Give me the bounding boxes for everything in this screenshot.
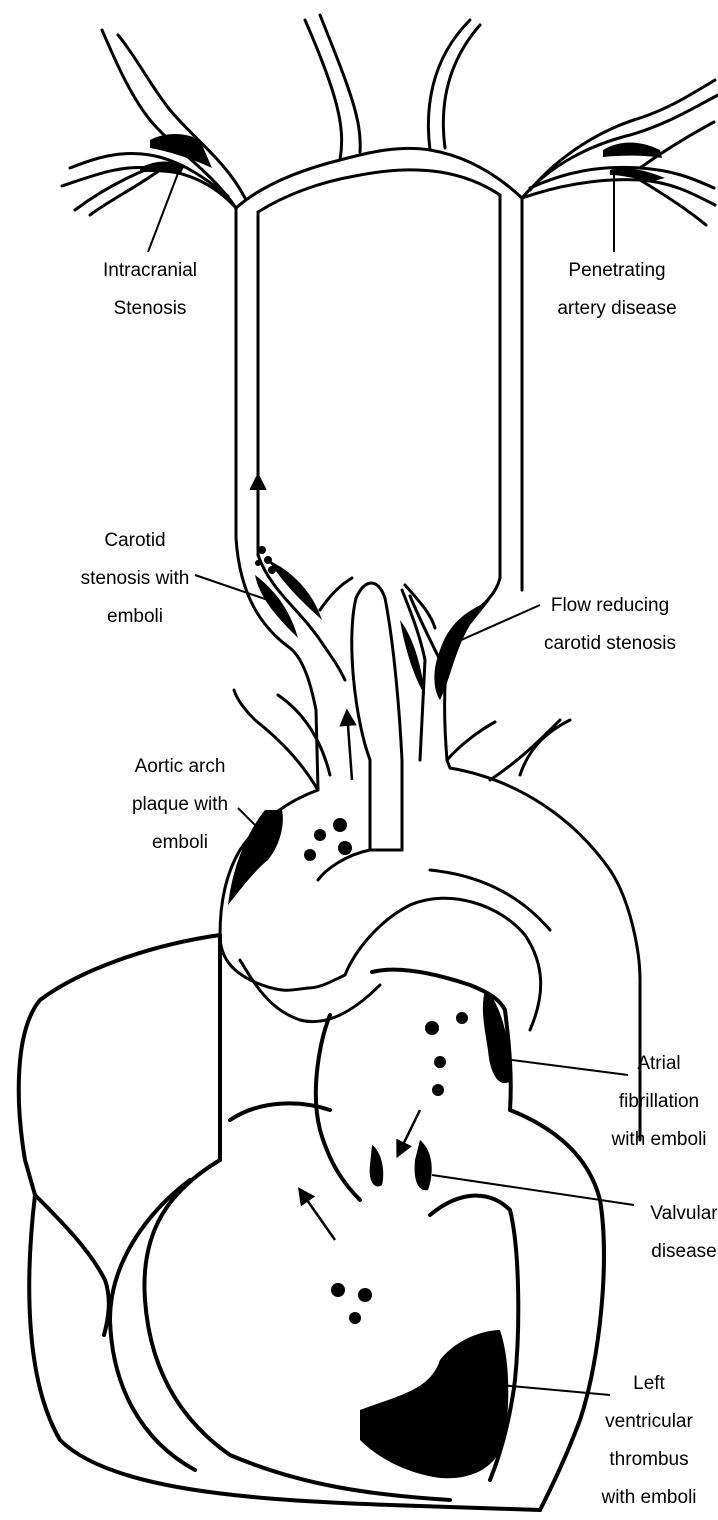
aortic-arch-descending-inner — [430, 870, 550, 930]
atrial-embolus — [434, 1056, 446, 1068]
aortic-embolus — [333, 818, 347, 832]
ventricular-embolus — [358, 1288, 372, 1302]
left-upper-branch-a — [305, 20, 342, 160]
aorta-right-branch-lip — [520, 720, 570, 775]
aortic-embolus — [338, 841, 352, 855]
valvular-leader — [432, 1175, 634, 1205]
label-line: Left — [590, 1365, 708, 1403]
anterior-connection-inner — [258, 170, 500, 212]
left-external-carotid — [320, 578, 352, 610]
ascending-aorta-lower — [240, 960, 380, 1022]
mitral-leaflet-left — [370, 1145, 384, 1186]
left-ventricular-thrombus — [360, 1330, 508, 1478]
aortic-flow-arrow — [347, 712, 352, 780]
left-common-carotid-left-wall — [236, 538, 318, 790]
carotid-embolus — [268, 566, 276, 574]
label-line: carotid stenosis — [535, 625, 685, 663]
label-aortic-arch-plaque: Aortic arch plaque with emboli — [115, 748, 245, 862]
atrial-embolus — [432, 1084, 444, 1096]
label-intracranial-stenosis: Intracranial Stenosis — [80, 252, 220, 328]
label-line: Atrial — [600, 1045, 718, 1083]
carotid-embolus — [255, 560, 261, 566]
label-line: Penetrating — [542, 252, 692, 290]
label-left-ventricular-thrombus: Left ventricular thrombus with emboli — [590, 1365, 708, 1517]
ventricular-flow-arrow — [300, 1190, 335, 1240]
ascending-aorta-front — [220, 935, 345, 990]
aortic-embolus — [304, 849, 316, 861]
brachiocephalic-top — [356, 583, 385, 598]
brachiocephalic-right-wall — [385, 598, 402, 850]
label-line: Carotid — [70, 522, 200, 560]
heart-inner-left-wall — [35, 1195, 109, 1335]
label-line: emboli — [70, 598, 200, 636]
right-subclavian-upper — [490, 720, 560, 780]
intracranial-leader — [148, 168, 180, 252]
label-line: Valvular — [650, 1195, 718, 1233]
label-line: fibrillation — [600, 1083, 718, 1121]
brachiocephalic-left-wall — [352, 598, 370, 850]
left-mca-twig-a — [75, 168, 150, 210]
flow-arrows — [258, 476, 420, 1240]
label-line: with emboli — [590, 1479, 708, 1517]
ventricular-embolus — [331, 1283, 345, 1297]
aortic-arch — [220, 760, 640, 1140]
right-ventricle-outer-band — [110, 1180, 195, 1470]
label-carotid-stenosis-with-emboli: Carotid stenosis with emboli — [70, 522, 200, 636]
label-line: plaque with — [115, 786, 245, 824]
label-flow-reducing-carotid-stenosis: Flow reducing carotid stenosis — [535, 587, 685, 663]
right-carotid-plaque-left — [400, 620, 425, 695]
right-common-carotid-right-wall — [445, 578, 500, 760]
neck-vessels — [234, 538, 570, 850]
right-upper-branch-b — [443, 25, 480, 148]
label-line: artery disease — [542, 290, 692, 328]
label-line: emboli — [115, 824, 245, 862]
label-atrial-fibrillation: Atrial fibrillation with emboli — [600, 1045, 718, 1159]
carotid-embolus — [258, 546, 266, 554]
label-line: Flow reducing — [535, 587, 685, 625]
label-line: ventricular — [590, 1403, 708, 1441]
label-line: with emboli — [600, 1121, 718, 1159]
atrial-embolus — [456, 1012, 468, 1024]
atrial-flow-arrow — [398, 1110, 420, 1155]
aortic-embolus — [314, 829, 326, 841]
aortic-root-dome — [345, 898, 541, 1030]
left-subclavian-upper — [234, 690, 318, 790]
right-atrium-outline — [19, 935, 220, 1195]
penetrating-plaque-upper — [603, 143, 662, 159]
atrial-embolus — [425, 1021, 439, 1035]
label-line: thrombus — [590, 1441, 708, 1479]
label-line: Aortic arch — [115, 748, 245, 786]
left-subclavian-lower — [278, 695, 330, 775]
right-mca-lower — [522, 180, 715, 205]
carotid-embolus — [264, 556, 272, 564]
label-valvular-disease: Valvular disease — [650, 1195, 718, 1271]
label-line: disease — [650, 1233, 718, 1271]
ventricular-embolus — [349, 1312, 361, 1324]
mitral-leaflet-right — [415, 1140, 432, 1190]
label-line: Intracranial — [80, 252, 220, 290]
right-carotid-plaque-right — [434, 600, 490, 700]
right-subclavian-lower — [447, 722, 495, 760]
label-penetrating-artery-disease: Penetrating artery disease — [542, 252, 692, 328]
label-line: Stenosis — [80, 290, 220, 328]
label-line: stenosis with — [70, 560, 200, 598]
